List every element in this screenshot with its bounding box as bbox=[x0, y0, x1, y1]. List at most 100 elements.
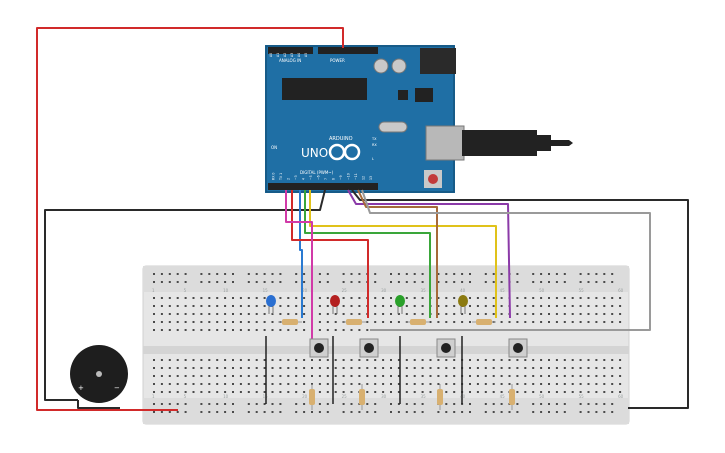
leds bbox=[266, 295, 468, 314]
breadboard-hole bbox=[476, 359, 479, 361]
breadboard-hole bbox=[239, 367, 242, 369]
breadboard-hole bbox=[500, 321, 503, 323]
breadboard-hole bbox=[484, 403, 487, 405]
breadboard-hole bbox=[492, 391, 495, 393]
breadboard-hole bbox=[271, 359, 274, 361]
breadboard-hole bbox=[413, 273, 416, 275]
breadboard-hole bbox=[421, 305, 424, 307]
column-number: 10 bbox=[223, 394, 229, 399]
pushbutton[interactable] bbox=[436, 338, 456, 358]
breadboard-hole bbox=[160, 383, 163, 385]
breadboard-hole bbox=[303, 329, 306, 331]
breadboard-hole bbox=[326, 403, 329, 405]
breadboard-hole bbox=[374, 297, 377, 299]
breadboard-hole bbox=[429, 391, 432, 393]
pushbutton[interactable] bbox=[508, 338, 528, 358]
column-number: 50 bbox=[539, 394, 545, 399]
breadboard-hole bbox=[516, 359, 519, 361]
breadboard-hole bbox=[516, 367, 519, 369]
breadboard-hole bbox=[405, 391, 408, 393]
resistor bbox=[472, 319, 496, 325]
breadboard-hole bbox=[153, 305, 155, 307]
breadboard-hole bbox=[168, 367, 171, 369]
breadboard-hole bbox=[303, 403, 306, 405]
dc-jack bbox=[420, 48, 456, 74]
breadboard-hole bbox=[611, 391, 614, 393]
breadboard-hole bbox=[532, 297, 535, 299]
breadboard-hole bbox=[184, 313, 187, 315]
breadboard-hole bbox=[153, 281, 155, 283]
breadboard-hole bbox=[366, 359, 369, 361]
wire-red-pin bbox=[291, 190, 369, 318]
breadboard-hole bbox=[397, 281, 400, 283]
breadboard-hole bbox=[168, 281, 171, 283]
breadboard-hole bbox=[587, 403, 590, 405]
pushbutton[interactable] bbox=[359, 338, 379, 358]
usb-port bbox=[425, 125, 465, 161]
breadboard-hole bbox=[287, 391, 290, 393]
analog-pin-label: A4 bbox=[297, 53, 301, 57]
column-number: 25 bbox=[342, 394, 348, 399]
breadboard-hole bbox=[453, 273, 456, 275]
breadboard-hole bbox=[366, 375, 369, 377]
breadboard-hole bbox=[232, 321, 234, 323]
breadboard-hole bbox=[318, 411, 321, 413]
breadboard-hole bbox=[326, 297, 329, 299]
breadboard-hole bbox=[216, 367, 219, 369]
column-number: 25 bbox=[342, 288, 348, 293]
breadboard-hole bbox=[476, 391, 479, 393]
breadboard-hole bbox=[334, 321, 337, 323]
breadboard-hole bbox=[382, 313, 385, 315]
breadboard-hole bbox=[437, 297, 440, 299]
breadboard-hole bbox=[500, 391, 503, 393]
breadboard-hole bbox=[555, 403, 558, 405]
breadboard-hole bbox=[453, 305, 456, 307]
column-number: 55 bbox=[579, 288, 585, 293]
breadboard-hole bbox=[350, 297, 353, 299]
breadboard-hole bbox=[192, 367, 195, 369]
breadboard-hole bbox=[382, 359, 385, 361]
breadboard-hole bbox=[224, 383, 227, 385]
breadboard-hole bbox=[453, 313, 456, 315]
breadboard-hole bbox=[453, 383, 456, 385]
breadboard-hole bbox=[532, 281, 535, 283]
breadboard-hole bbox=[603, 411, 606, 413]
pushbutton[interactable] bbox=[309, 338, 329, 358]
breadboard-hole bbox=[429, 375, 432, 377]
breadboard-hole bbox=[437, 313, 440, 315]
breadboard-hole bbox=[224, 321, 227, 323]
breadboard-hole bbox=[595, 273, 598, 275]
breadboard-hole bbox=[318, 383, 321, 385]
breadboard-hole bbox=[318, 367, 321, 369]
breadboard-hole bbox=[382, 367, 385, 369]
breadboard-hole bbox=[555, 367, 558, 369]
breadboard-hole bbox=[160, 321, 163, 323]
breadboard-hole bbox=[287, 313, 290, 315]
breadboard-hole bbox=[326, 383, 329, 385]
breadboard-hole bbox=[540, 367, 543, 369]
breadboard-hole bbox=[247, 321, 250, 323]
breadboard-hole bbox=[192, 321, 195, 323]
breadboard-hole bbox=[303, 305, 306, 307]
piezo-buzzer: + − bbox=[70, 345, 128, 403]
breadboard-hole bbox=[232, 383, 234, 385]
breadboard-hole bbox=[224, 411, 227, 413]
breadboard-hole bbox=[224, 313, 227, 315]
breadboard-hole bbox=[160, 329, 163, 331]
resistor bbox=[509, 384, 515, 410]
breadboard-hole bbox=[413, 403, 416, 405]
breadboard-hole bbox=[295, 313, 298, 315]
breadboard-hole bbox=[532, 359, 535, 361]
breadboard-hole bbox=[326, 391, 329, 393]
breadboard-hole bbox=[469, 273, 471, 275]
breadboard-hole bbox=[603, 375, 606, 377]
breadboard-hole bbox=[484, 359, 487, 361]
breadboard-hole bbox=[279, 411, 282, 413]
breadboard-hole bbox=[579, 411, 582, 413]
breadboard-hole bbox=[595, 305, 598, 307]
breadboard-hole bbox=[326, 313, 329, 315]
breadboard-hole bbox=[611, 297, 614, 299]
breadboard-hole bbox=[500, 273, 503, 275]
capacitor bbox=[391, 58, 407, 74]
breadboard-hole bbox=[303, 273, 306, 275]
